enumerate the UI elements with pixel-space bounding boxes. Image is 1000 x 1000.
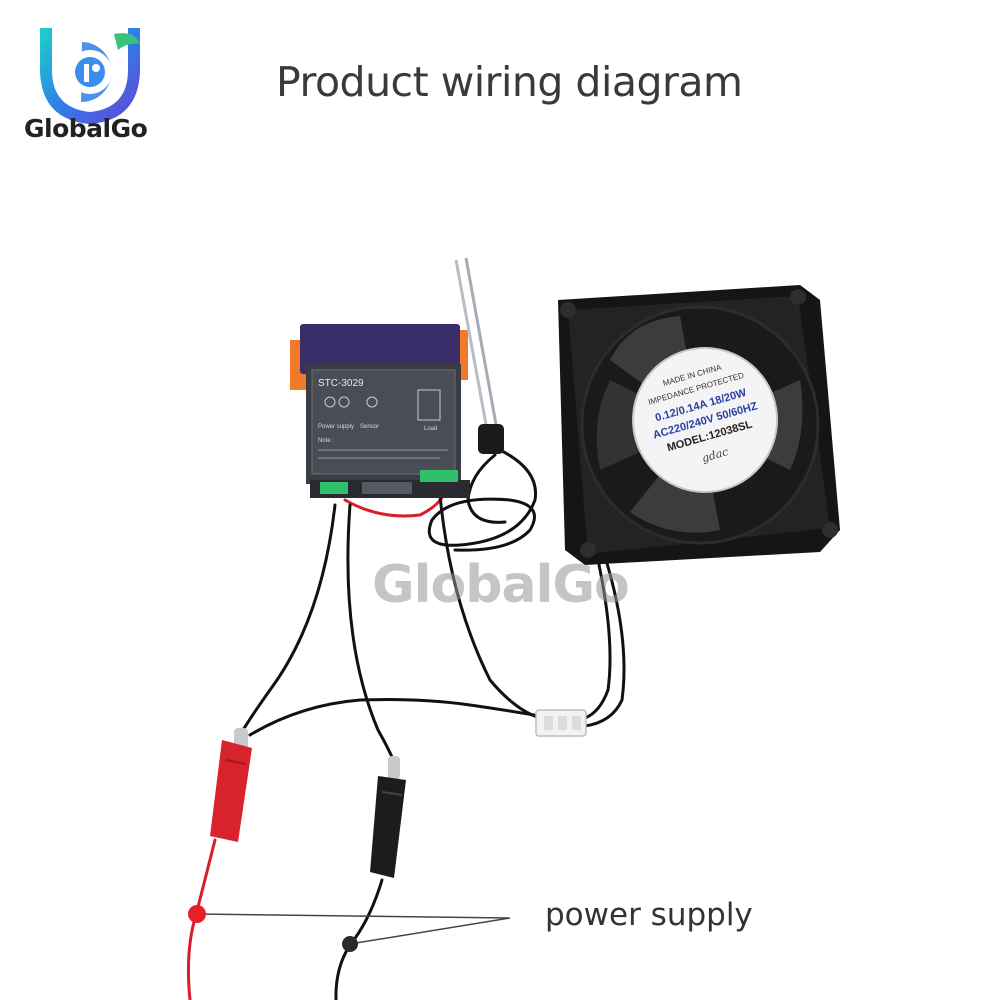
power-supply-label-callout: power supply [545, 897, 753, 933]
controller-model: STC-3029 [318, 378, 364, 389]
alligator-clip-icon [210, 728, 252, 842]
black-alligator-clip-icon [370, 756, 406, 878]
sensor-probe-icon [454, 257, 504, 454]
wire-cross [248, 698, 542, 737]
power-supply-label: Power supply [318, 424, 354, 430]
connector-icon [535, 709, 587, 737]
note-label: Note : [318, 438, 334, 444]
power-supply-callout [188, 905, 511, 952]
brand-watermark: GlobalGo [372, 555, 630, 615]
sensor-label: Sensor [360, 424, 379, 430]
positive-marker [188, 905, 206, 923]
fan-lead-2 [583, 558, 626, 728]
sensor-cable-coil-2 [466, 453, 507, 524]
fan-lead-1 [583, 558, 612, 720]
wire-to-red-clip [238, 503, 337, 737]
wire-to-black-clip [346, 503, 397, 767]
brand-name: GlobalGo [24, 114, 148, 143]
controller-icon: STC-3029 Power supply Sensor Load Note : [290, 324, 470, 498]
sensor-cable-coil [427, 448, 538, 552]
negative-marker [342, 936, 358, 952]
globalgo-logo-icon [40, 28, 140, 124]
fan-icon: MADE IN CHINA IMPEDANCE PROTECTED 0.12/0… [558, 285, 840, 565]
load-label: Load [424, 426, 437, 432]
page-title: Product wiring diagram [276, 58, 743, 106]
